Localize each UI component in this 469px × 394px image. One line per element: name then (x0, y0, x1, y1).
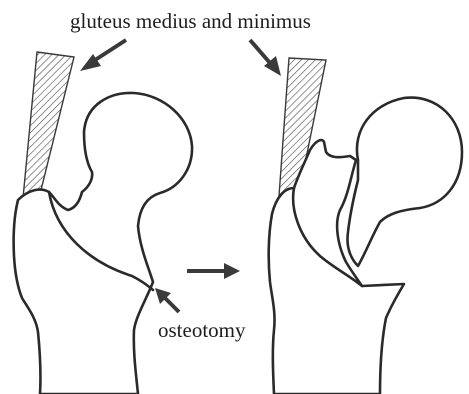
transform-arrow (187, 263, 240, 279)
gluteus-muscle-before (23, 52, 74, 198)
femur-after (250, 40, 462, 394)
muscle-arrow-before (92, 40, 126, 62)
femoral-head-after (347, 98, 462, 266)
osteotomy-arrow (165, 298, 179, 312)
muscle-arrow-after (250, 40, 270, 63)
osteotomy-label: osteotomy (158, 318, 246, 342)
muscle-label: gluteus medius and minimus (70, 9, 311, 33)
